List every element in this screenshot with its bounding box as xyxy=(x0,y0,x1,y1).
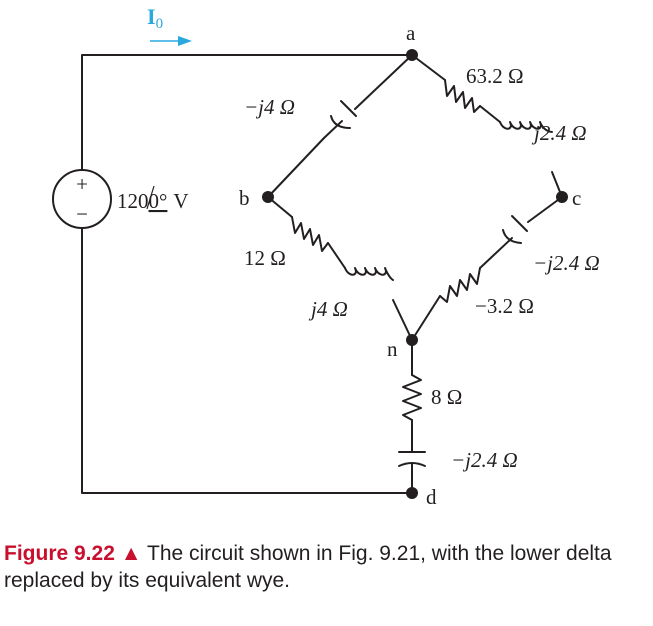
wire-inductor-n xyxy=(392,299,413,341)
voltage-source xyxy=(52,169,112,229)
node-c-dot xyxy=(556,191,568,203)
node-a-label: a xyxy=(406,21,416,45)
resistor-bn xyxy=(291,216,329,252)
current-label: I0 xyxy=(147,4,163,32)
wire-cap-b xyxy=(267,137,325,198)
inductor-bn xyxy=(344,267,394,281)
wire-top-left xyxy=(81,54,413,171)
wire-c-cap xyxy=(527,196,563,223)
label-nd-capacitor: −j2.4 Ω xyxy=(451,448,518,472)
label-ac-resistor: 63.2 Ω xyxy=(466,64,524,88)
caption-figure-number: Figure 9.22 xyxy=(4,542,115,565)
node-d-label: d xyxy=(426,485,437,509)
wire-a-resistor xyxy=(411,54,446,81)
capacitor-ab-lead xyxy=(323,120,343,139)
label-ac-inductor: j2.4 Ω xyxy=(531,121,587,145)
caption-triangle-marker: ▲ xyxy=(120,542,142,565)
node-a-dot xyxy=(406,49,418,61)
node-b-label: b xyxy=(239,186,250,210)
resistor-ac xyxy=(444,79,481,113)
phasor-angle-mark xyxy=(146,185,155,210)
capacitor-cn-plate1 xyxy=(511,215,528,232)
node-c-label: c xyxy=(572,186,581,210)
node-d-dot xyxy=(406,487,418,499)
wire-resistor-n xyxy=(411,295,441,341)
wire-a-cap xyxy=(354,54,413,110)
label-bn-resistor: 12 Ω xyxy=(244,246,286,270)
resistor-cn xyxy=(439,267,481,303)
capacitor-ab-plate1 xyxy=(340,100,357,117)
source-value-label: 1200°V xyxy=(117,189,189,213)
source-minus-sign: − xyxy=(76,202,88,226)
label-nd-resistor: 8 Ω xyxy=(431,385,462,409)
inductor-ac xyxy=(499,121,553,133)
wire-bottom-left xyxy=(81,227,413,494)
wire-resistor-inductor-ac xyxy=(479,105,501,123)
current-arrow-head xyxy=(178,36,192,46)
source-plus-sign: + xyxy=(76,172,88,196)
label-cn-capacitor: −j2.4 Ω xyxy=(533,251,600,275)
capacitor-cn-plate2 xyxy=(502,229,522,244)
figure-caption: Figure 9.22 ▲ The circuit shown in Fig. … xyxy=(4,540,649,594)
label-cn-resistor: −3.2 Ω xyxy=(475,294,534,318)
wire-resistor-inductor-bn xyxy=(327,242,346,269)
label-ab-capacitor: −j4 Ω xyxy=(244,95,295,119)
node-n-label: n xyxy=(387,337,398,361)
circuit-diagram: + − 1200°V I0 a b c n d −j4 Ω 63.2 xyxy=(52,4,600,509)
node-n-dot xyxy=(406,334,418,346)
label-bn-inductor: j4 Ω xyxy=(308,297,348,321)
node-b-dot xyxy=(262,191,274,203)
resistor-nd xyxy=(402,374,422,421)
wire-cap-resistor-cn xyxy=(479,237,513,269)
caption-text: The circuit shown in Fig. 9.21, with the… xyxy=(4,542,612,592)
